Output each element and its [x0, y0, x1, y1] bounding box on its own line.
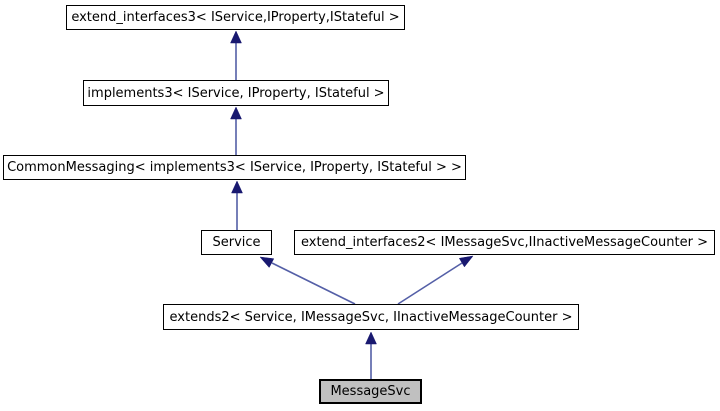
node-extends2[interactable]: extends2< Service, IMessageSvc, IInactiv…: [163, 304, 579, 330]
node-extend-interfaces3[interactable]: extend_interfaces3< IService,IProperty,I…: [66, 5, 405, 30]
arrow-service-to-commonmessaging: [231, 180, 243, 230]
arrow-extends2-to-extend-interfaces2: [397, 255, 474, 305]
node-messagesvc-current: MessageSvc: [319, 379, 422, 404]
node-service[interactable]: Service: [201, 230, 272, 255]
node-commonmessaging[interactable]: CommonMessaging< implements3< IService, …: [3, 155, 466, 180]
node-implements3[interactable]: implements3< IService, IProperty, IState…: [83, 80, 389, 106]
arrow-implements3-to-extend-interfaces3: [230, 30, 242, 80]
arrow-commonmessaging-to-implements3: [230, 106, 242, 155]
arrow-messagesvc-to-extends2: [365, 331, 377, 379]
node-extend-interfaces2[interactable]: extend_interfaces2< IMessageSvc,IInactiv…: [294, 230, 715, 255]
arrow-extends2-to-service: [259, 256, 356, 305]
